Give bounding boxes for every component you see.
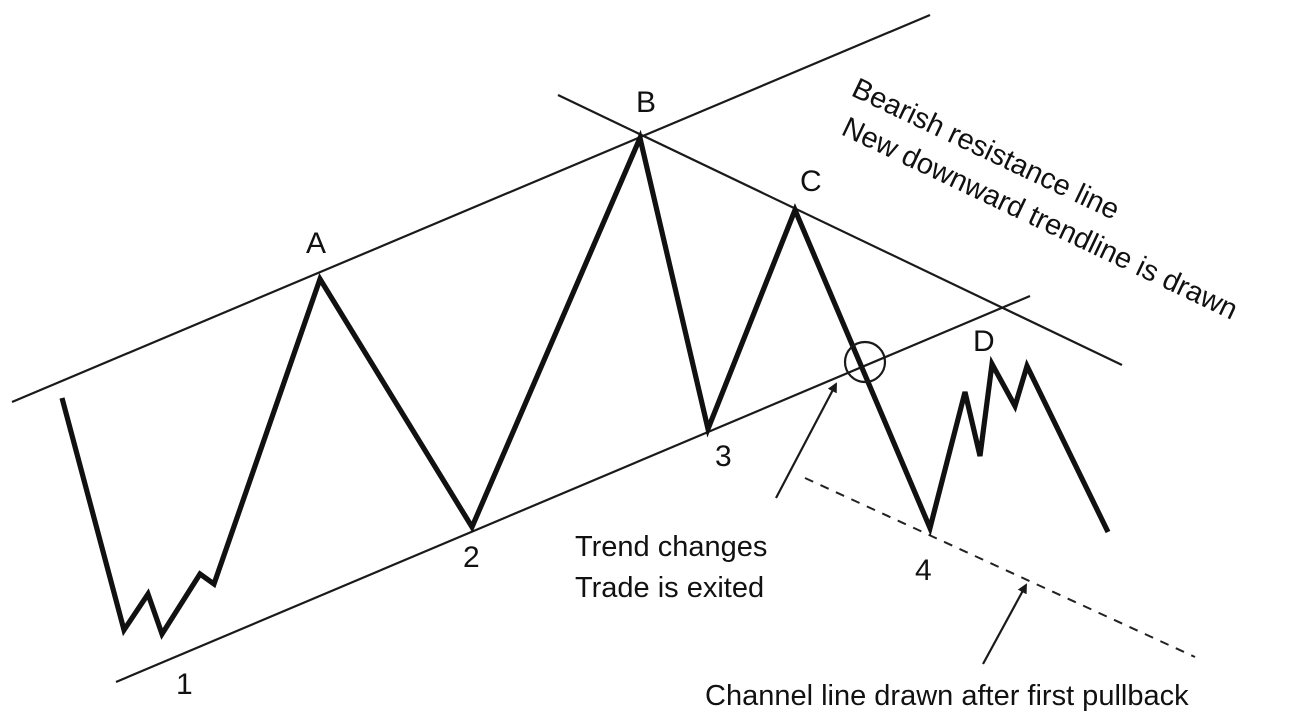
upper-channel-line: [11, 13, 931, 404]
point-label-1: 1: [176, 668, 193, 701]
trend-change-arrow: [775, 382, 837, 499]
channel-line-label: Channel line drawn after first pullback: [705, 680, 1189, 712]
point-label-a: A: [306, 227, 326, 260]
point-label-d: D: [973, 325, 995, 358]
trade-exited-label: Trade is exited: [575, 572, 764, 604]
point-label-2: 2: [463, 541, 480, 574]
bearish-resistance-line: [557, 94, 1123, 366]
point-label-c: C: [800, 165, 822, 198]
point-label-3: 3: [715, 440, 732, 473]
trend-change-circle: [843, 340, 887, 384]
new-downward-trendline-label: New downward trendline is drawn: [837, 111, 1242, 326]
lower-trendline: [115, 294, 1031, 684]
dashed-channel-line: [804, 477, 1196, 658]
point-label-b: B: [636, 86, 656, 119]
channel-line-arrow: [982, 583, 1027, 665]
point-label-4: 4: [915, 554, 932, 587]
price-path: [59, 129, 1111, 640]
trend-changes-label: Trend changes: [575, 531, 767, 563]
